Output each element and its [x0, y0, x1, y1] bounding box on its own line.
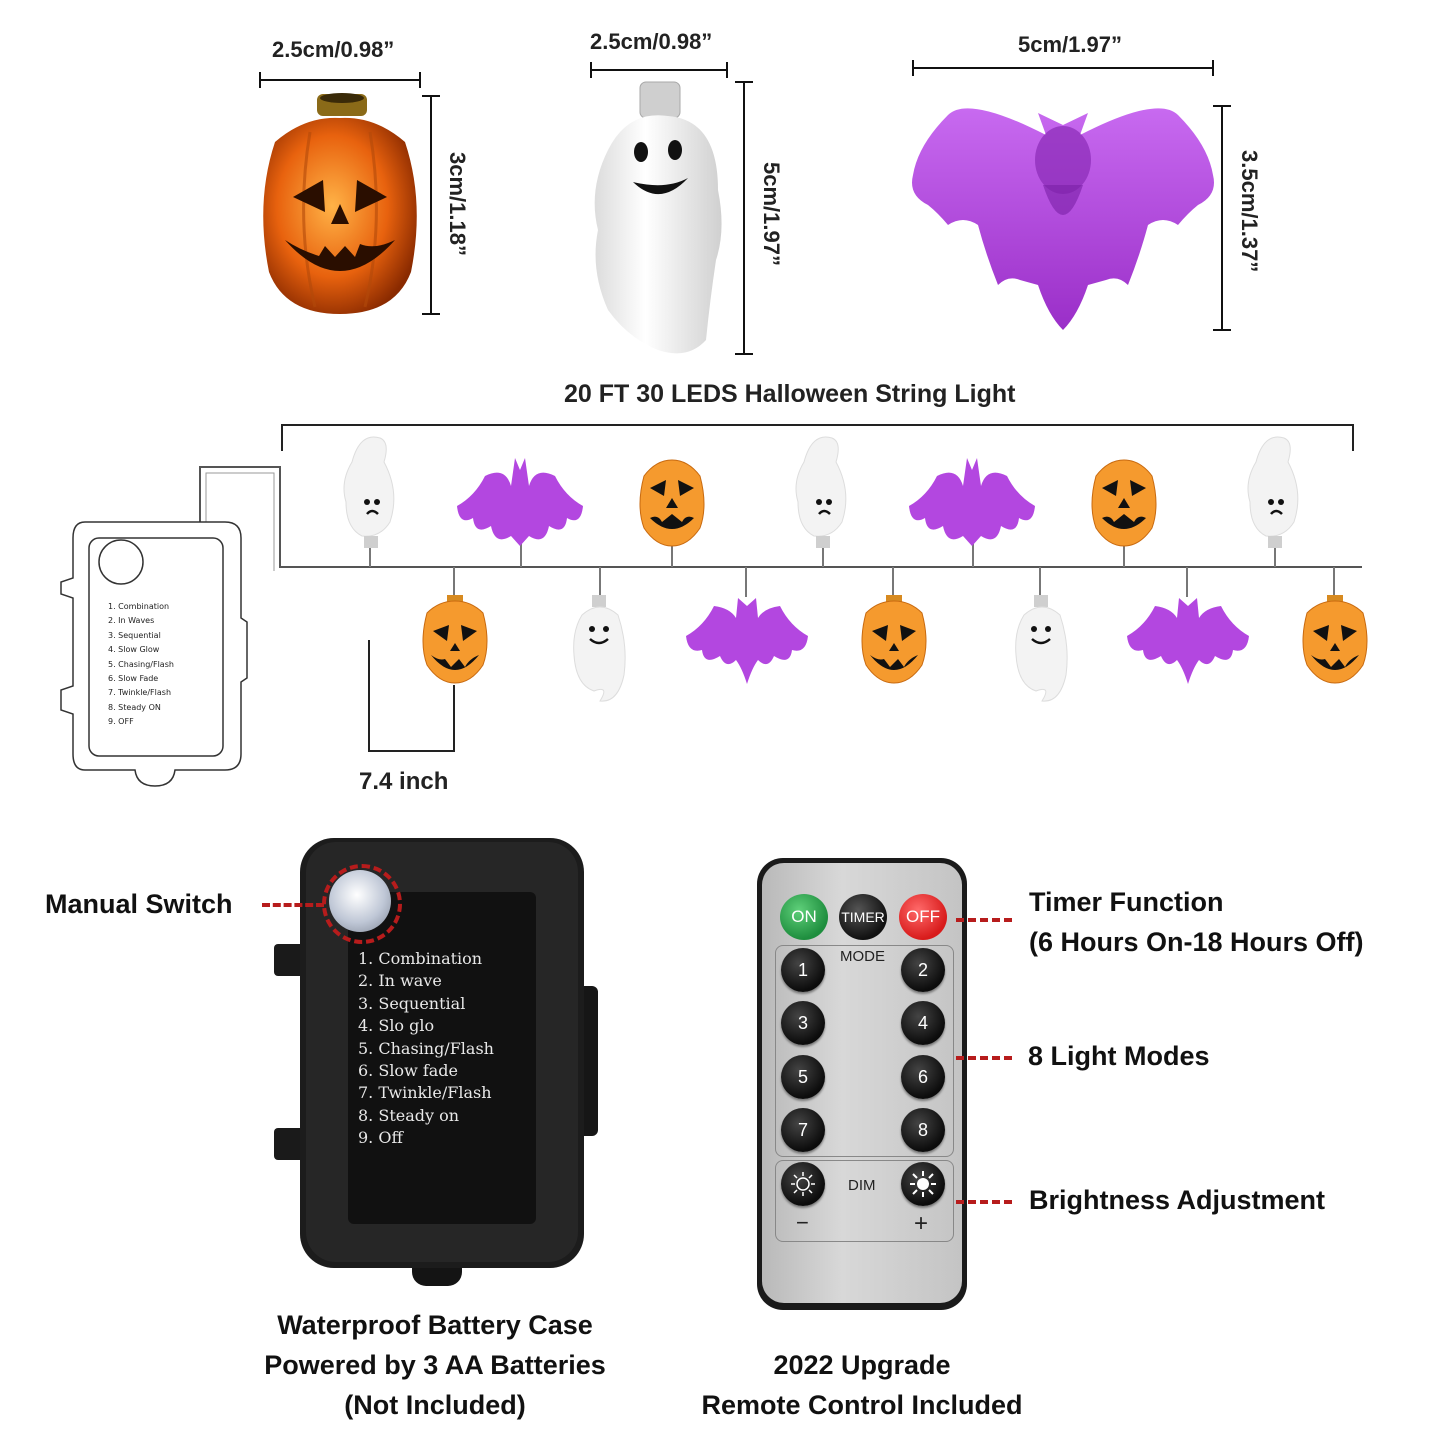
ghost-height-label: 5cm/1.97” [759, 162, 784, 266]
remote-button-3[interactable]: 3 [781, 1001, 825, 1045]
remote-minus-label: − [796, 1210, 809, 1235]
bat-large-icon [912, 108, 1214, 330]
remote-button-6[interactable]: 6 [901, 1055, 945, 1099]
small-box-mode: 7. Twinkle/Flash [108, 688, 172, 698]
small-ghost-lower-icon [573, 595, 626, 702]
small-pumpkin-lower-icon [422, 595, 488, 684]
battery-case-mode: 1. Combination [358, 949, 483, 968]
string-title: 20 FT 30 LEDS Halloween String Light [564, 380, 1016, 408]
remote-button-7[interactable]: 7 [781, 1108, 825, 1152]
small-box-mode: 1. Combination [108, 602, 170, 611]
remote-mode-panel [775, 945, 954, 1157]
battery-case-caption-line: (Not Included) [344, 1390, 526, 1420]
battery-case-caption: Waterproof Battery Case Powered by 3 AA … [200, 1305, 670, 1425]
remote-dim-label: DIM [848, 1177, 876, 1194]
small-ghost-icon-2 [795, 436, 847, 548]
timer-function-callout: Timer Function (6 Hours On-18 Hours Off) [1029, 882, 1364, 962]
battery-case-mode: 5. Chasing/Flash [358, 1038, 494, 1058]
small-bat-icon-2 [909, 458, 1035, 546]
remote-plus-label: + [914, 1210, 929, 1237]
pumpkin-large-icon [263, 93, 417, 314]
brightness-callout: Brightness Adjustment [1029, 1185, 1326, 1215]
small-box-mode: 8. Steady ON [108, 702, 161, 712]
small-box-mode: 2. In Waves [108, 616, 155, 626]
remote-on-button[interactable]: ON [780, 894, 828, 940]
small-ghost-icon [343, 436, 395, 548]
small-bat-lower-icon [686, 598, 808, 684]
remote-off-button[interactable]: OFF [899, 894, 947, 940]
battery-case-mode-list: 1. Combination 2. In wave 3. Sequential … [358, 948, 494, 1150]
small-pumpkin-lower-icon-3 [1302, 595, 1368, 684]
small-bat-lower-icon-2 [1127, 598, 1249, 684]
small-bat-icon [457, 458, 583, 546]
small-box-mode: 3. Sequential [108, 630, 161, 640]
remote-button-1[interactable]: 1 [781, 948, 825, 992]
brightness-high-icon [910, 1171, 936, 1197]
small-pumpkin-lower-icon-2 [861, 595, 927, 684]
bat-width-label: 5cm/1.97” [1018, 32, 1122, 57]
pumpkin-height-label: 3cm/1.18” [445, 152, 470, 256]
small-ghost-lower-icon-2 [1015, 595, 1068, 702]
small-box-mode: 9. OFF [108, 717, 134, 727]
remote-dim-down-button[interactable] [781, 1162, 825, 1206]
remote-timer-button[interactable]: TIMER [839, 894, 887, 940]
remote-dim-up-button[interactable] [901, 1162, 945, 1206]
remote-dim-panel [775, 1160, 954, 1242]
battery-case-mode: 7. Twinkle/Flash [358, 1083, 492, 1103]
remote-caption-line: 2022 Upgrade [773, 1350, 951, 1380]
manual-switch-leader [262, 903, 324, 907]
string-diagram [199, 424, 1362, 752]
battery-case-mode: 4. Slo glo [358, 1016, 435, 1036]
small-ghost-icon-3 [1247, 436, 1299, 548]
small-box-mode-list: 1. Combination 2. In Waves 3. Sequential… [108, 600, 174, 730]
battery-case-mode: 9. Off [358, 1128, 403, 1148]
brightness-low-icon [791, 1172, 815, 1196]
modes-leader [956, 1056, 1012, 1060]
battery-case-mode: 8. Steady on [358, 1105, 460, 1125]
brightness-leader [956, 1200, 1012, 1204]
remote-button-5[interactable]: 5 [781, 1055, 825, 1099]
bat-height-label: 3.5cm/1.37” [1237, 150, 1262, 273]
top-dimension-lines [259, 60, 1231, 355]
timer-function-detail: (6 Hours On-18 Hours Off) [1029, 927, 1364, 957]
small-pumpkin-upper-icon [639, 459, 705, 547]
battery-case [274, 838, 598, 1286]
battery-case-mode: 6. Slow fade [358, 1061, 459, 1081]
small-pumpkin-upper-icon-2 [1091, 459, 1157, 547]
ghost-large-icon [594, 81, 722, 354]
battery-case-caption-line: Waterproof Battery Case [277, 1310, 593, 1340]
battery-box-outline [60, 521, 248, 787]
remote-caption-line: Remote Control Included [701, 1390, 1023, 1420]
remote-button-2[interactable]: 2 [901, 948, 945, 992]
timer-leader [956, 918, 1012, 922]
remote-button-8[interactable]: 8 [901, 1108, 945, 1152]
small-box-mode: 5. Chasing/Flash [108, 659, 174, 669]
battery-case-caption-line: Powered by 3 AA Batteries [264, 1350, 606, 1380]
manual-switch-label: Manual Switch [45, 889, 233, 919]
pumpkin-width-label: 2.5cm/0.98” [272, 37, 395, 62]
battery-case-mode: 3. Sequential [358, 993, 466, 1013]
ghost-width-label: 2.5cm/0.98” [590, 29, 713, 54]
battery-case-mode: 2. In wave [358, 971, 442, 991]
spacing-label: 7.4 inch [359, 768, 449, 795]
light-modes-callout: 8 Light Modes [1028, 1041, 1210, 1071]
small-box-mode: 6. Slow Fade [108, 674, 159, 684]
remote-mode-label: MODE [840, 948, 885, 965]
remote-button-4[interactable]: 4 [901, 1001, 945, 1045]
small-box-mode: 4. Slow Glow [108, 645, 160, 655]
remote-caption: 2022 Upgrade Remote Control Included [660, 1345, 1064, 1425]
timer-function-title: Timer Function [1029, 887, 1224, 917]
manual-switch-highlight [322, 864, 402, 944]
